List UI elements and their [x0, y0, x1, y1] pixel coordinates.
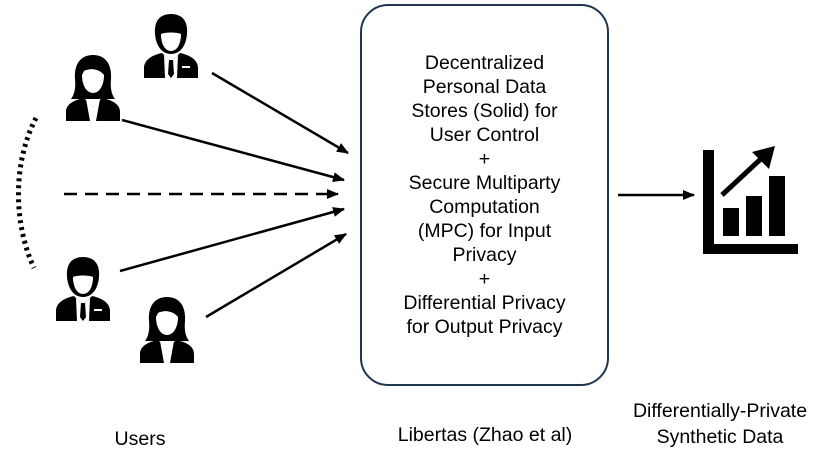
user-arrow	[119, 207, 345, 273]
bar-chart-growth-icon	[703, 146, 798, 254]
plus-separator: +	[478, 268, 491, 290]
box-text-line: for Output Privacy	[406, 316, 563, 338]
box-text-line: (MPC) for Input	[417, 220, 552, 242]
male-user-icon	[56, 257, 110, 321]
box-text-line: Decentralized	[424, 52, 545, 74]
user-arrow	[121, 118, 345, 182]
box-text-line: Computation	[429, 196, 540, 218]
plus-separator: +	[478, 148, 491, 170]
female-user-icon	[140, 297, 194, 363]
box-text-line: Stores (Solid) for	[411, 100, 558, 122]
output-label-line2: Synthetic Data	[656, 426, 784, 448]
users-label: Users	[114, 428, 166, 450]
box-text-line: User Control	[429, 124, 540, 146]
system-label: Libertas (Zhao et al)	[397, 424, 573, 446]
box-text-line: Differential Privacy	[403, 292, 566, 314]
box-text-line: Privacy	[452, 244, 517, 266]
box-text-line: Secure Multiparty	[408, 172, 561, 194]
output-label-line1: Differentially-Private	[632, 400, 808, 422]
output-label: Differentially-Private Synthetic Data	[610, 398, 830, 450]
user-arrow	[211, 71, 349, 155]
box-text-line: Personal Data	[422, 76, 547, 98]
female-user-icon	[66, 55, 120, 121]
more-users-dotted-arc	[15, 116, 39, 270]
user-arrow	[205, 232, 347, 319]
male-user-icon	[144, 14, 198, 78]
